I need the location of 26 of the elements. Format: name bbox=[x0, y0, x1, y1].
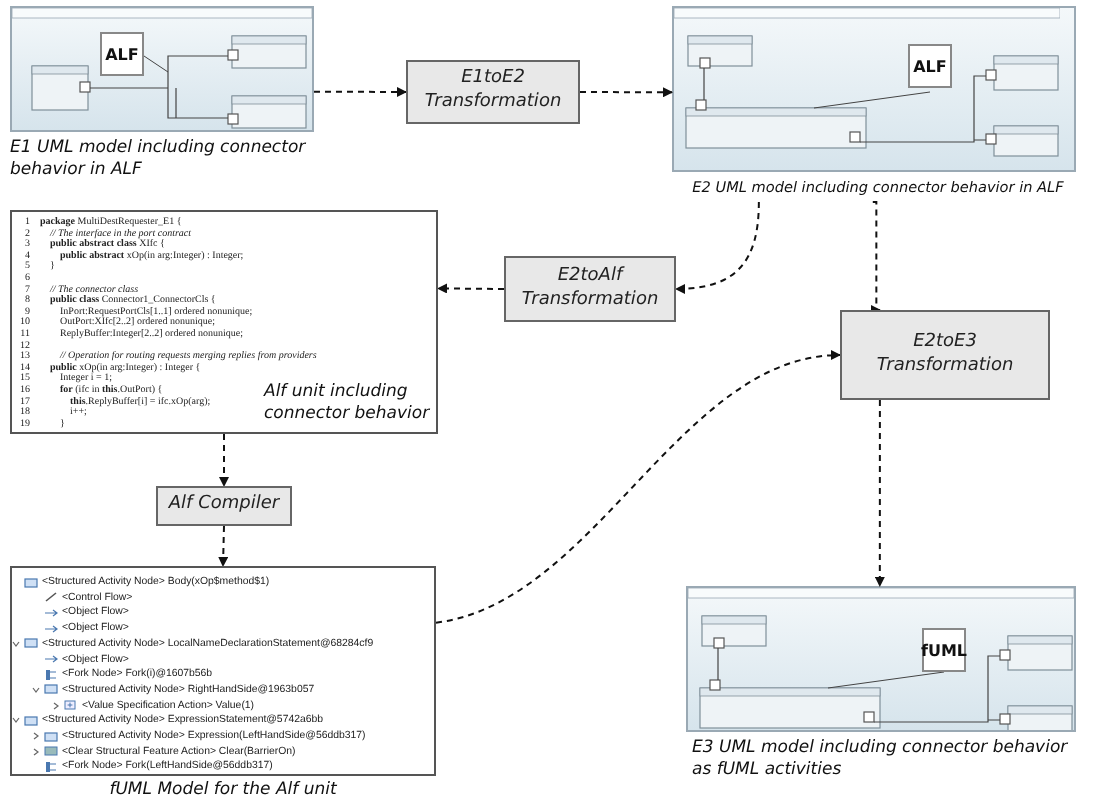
figure-caption: fUML Model for the Alf unit bbox=[107, 780, 339, 803]
dashed-arrow bbox=[219, 433, 229, 487]
dashed-arrow bbox=[435, 351, 841, 624]
box-label: E1toE2 Transformation bbox=[422, 68, 564, 116]
code-caption: Alf unit including connector behavior bbox=[264, 381, 432, 426]
language-tag-box: fUML bbox=[922, 628, 966, 672]
figure-caption: E3 UML model including connector behavior as fUML activities bbox=[692, 738, 1070, 784]
transformation-box bbox=[504, 256, 676, 322]
language-tag-box: ALF bbox=[100, 32, 144, 76]
language-tag-box: ALF bbox=[908, 44, 952, 88]
dashed-arrow bbox=[437, 283, 505, 294]
box-label: E2toE3 Transformation bbox=[874, 331, 1016, 379]
transformation-box bbox=[840, 310, 1050, 400]
dashed-arrow bbox=[675, 201, 760, 294]
dashed-arrow bbox=[218, 525, 229, 567]
figure-caption: E1 UML model including connector behavior in ALF bbox=[10, 138, 308, 184]
model-tree-panel bbox=[10, 566, 436, 776]
transformation-box bbox=[156, 486, 292, 526]
transformation-box bbox=[406, 60, 580, 124]
dashed-arrow bbox=[313, 86, 407, 97]
box-label: E2toAlf Transformation bbox=[519, 265, 661, 313]
dashed-arrow bbox=[874, 399, 885, 587]
dashed-arrow bbox=[870, 201, 881, 315]
dashed-arrow bbox=[579, 87, 673, 98]
code-listing-box bbox=[10, 210, 438, 434]
box-label: Alf Compiler bbox=[168, 494, 280, 518]
